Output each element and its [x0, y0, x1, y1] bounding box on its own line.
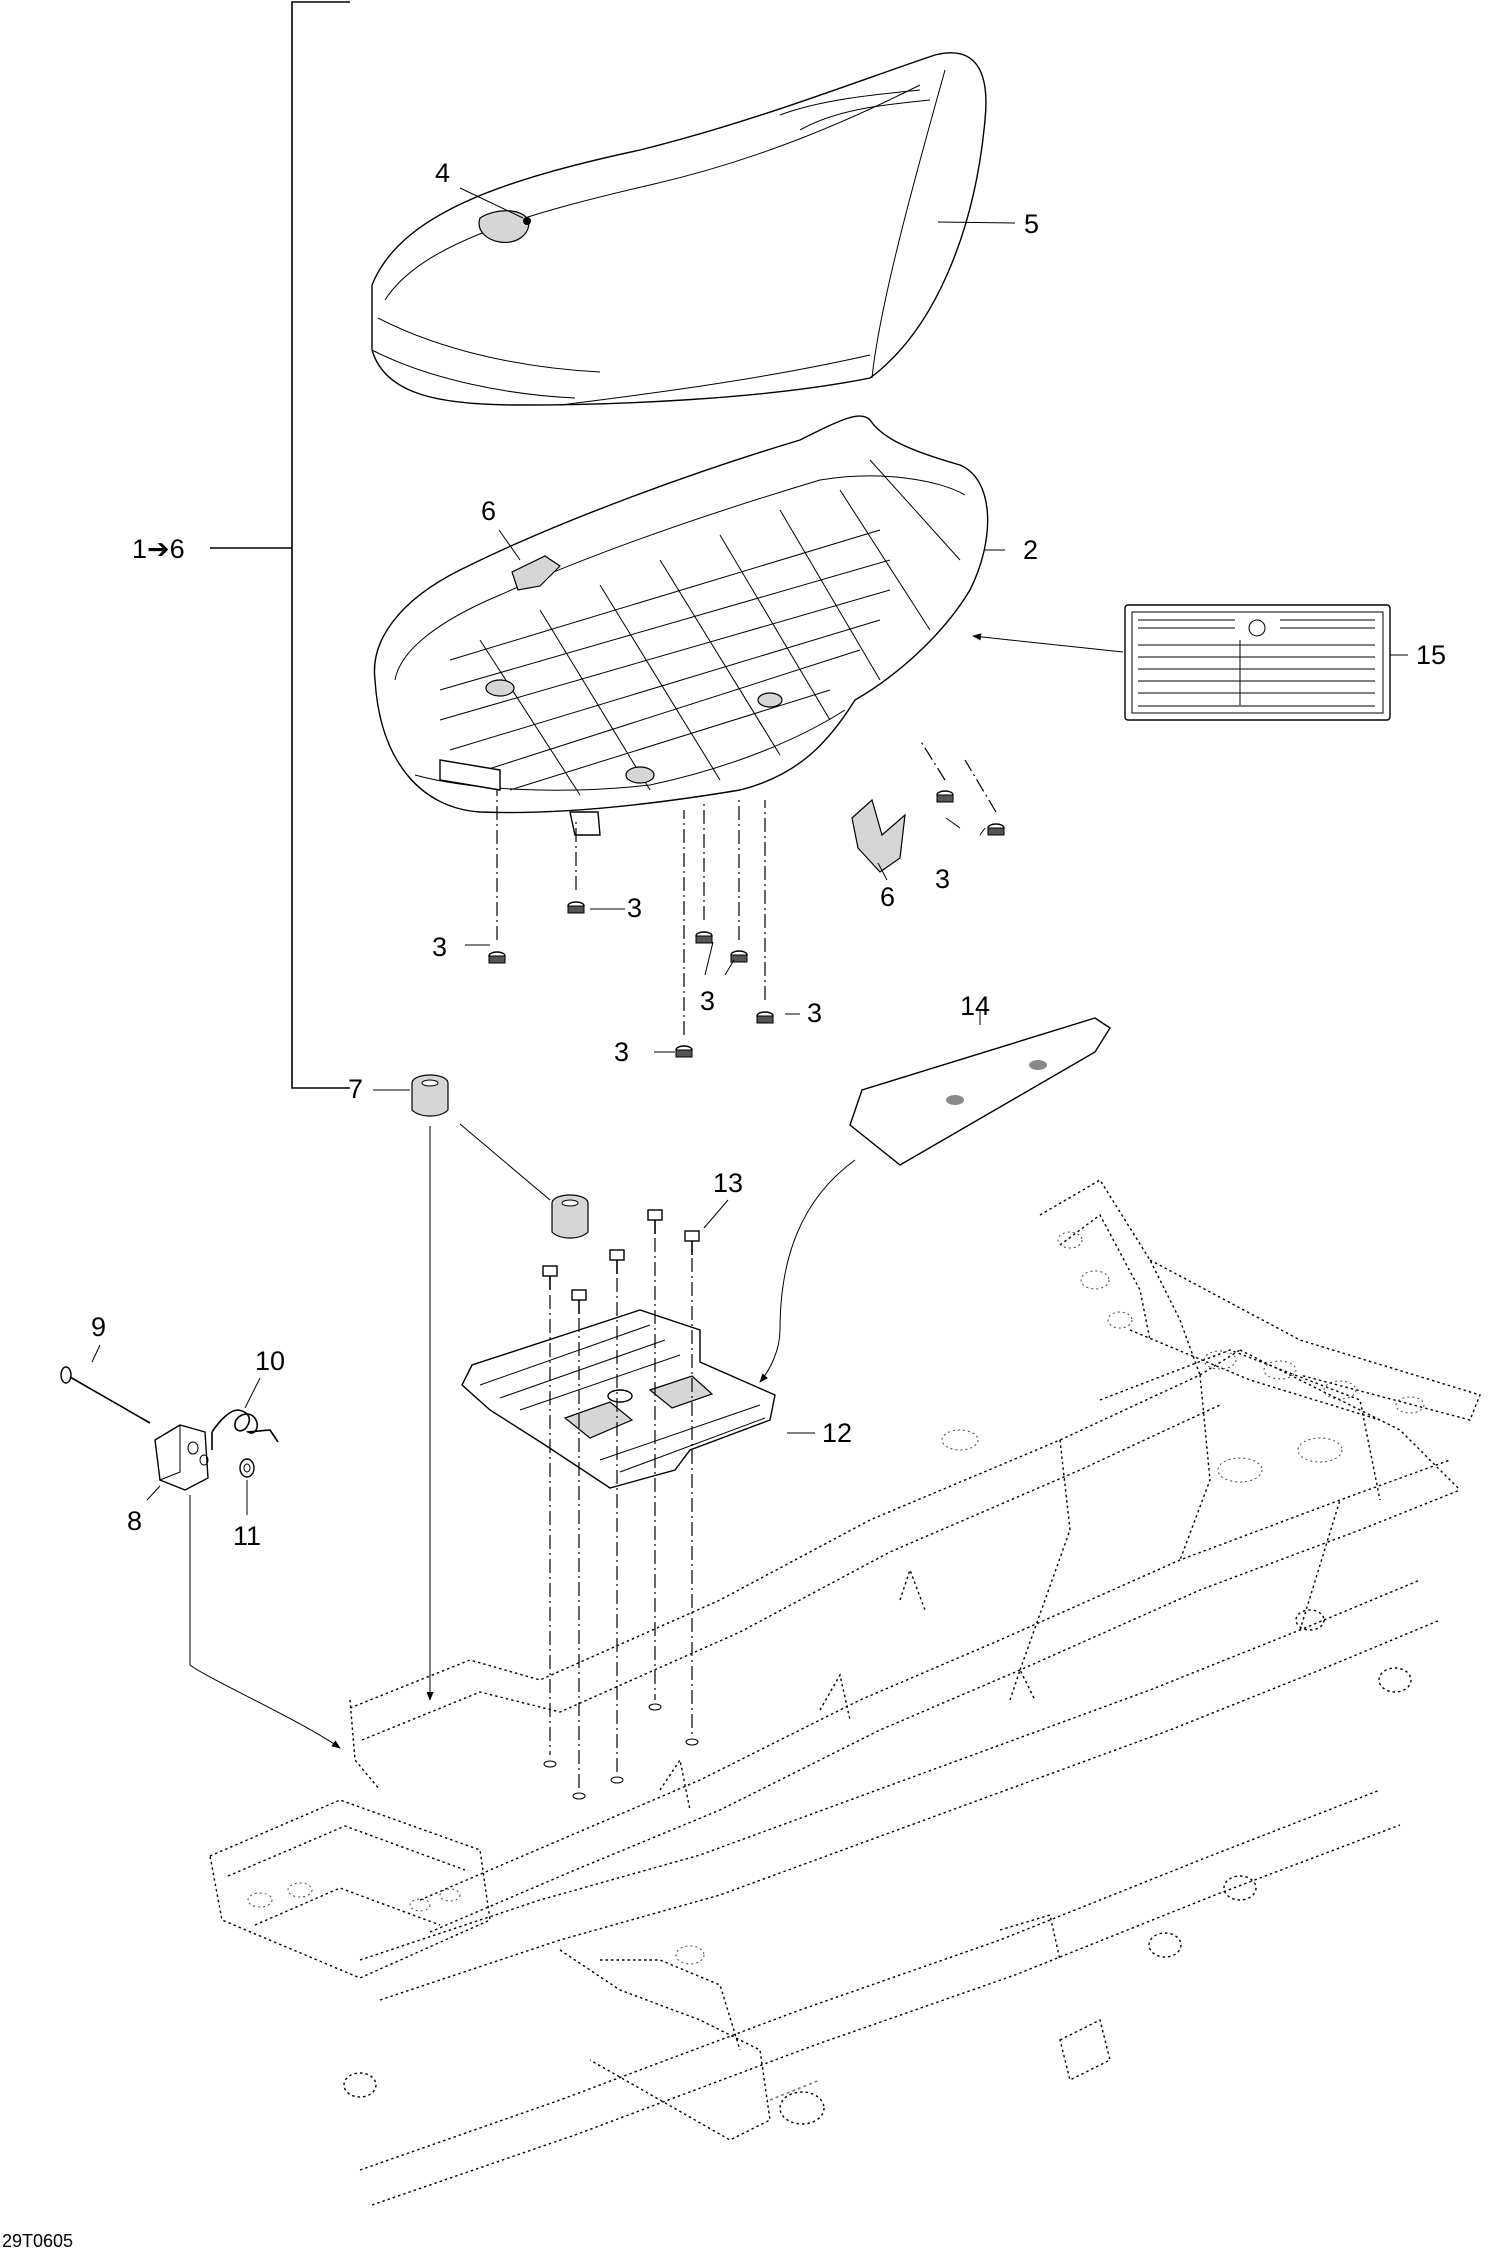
- callout-7: 7: [348, 1074, 363, 1104]
- latch-nut: [239, 1458, 255, 1478]
- callout-12: 12: [822, 1418, 852, 1448]
- callout-3-b: 3: [627, 893, 642, 923]
- callout-10: 10: [255, 1346, 285, 1376]
- buffer-d: [730, 950, 748, 963]
- buffer-e: [756, 1011, 774, 1024]
- buffer-g: [936, 790, 954, 803]
- latch-bracket: [154, 1424, 209, 1491]
- grommet-upper: [411, 1074, 449, 1117]
- buffer-a: [488, 951, 506, 964]
- group-bracket: [210, 1, 350, 1089]
- buffers: [488, 790, 1005, 1058]
- callout-2: 2: [1023, 535, 1038, 565]
- screw-3: [609, 1249, 625, 1274]
- grommet-lower: [551, 1194, 589, 1239]
- seat-clip-lower: [851, 798, 906, 873]
- buffer-f: [675, 1045, 693, 1058]
- callout-13: 13: [713, 1168, 743, 1198]
- callout-leaders: [91, 187, 1408, 1515]
- foam-strip: [849, 1017, 1111, 1166]
- seat-base: [373, 415, 989, 836]
- callout-group: 1➔6: [132, 534, 185, 564]
- screw-1: [542, 1265, 558, 1290]
- buffer-b: [567, 901, 585, 914]
- buffer-center-lines: [496, 739, 997, 1035]
- callout-8: 8: [127, 1506, 142, 1536]
- callout-6-upper: 6: [481, 496, 496, 526]
- seat-base-ribs: [439, 459, 961, 796]
- support-plate: [461, 1309, 776, 1489]
- buffer-c: [695, 931, 713, 944]
- frame-mount-holes: [543, 1703, 699, 1800]
- screw-5: [684, 1230, 700, 1255]
- buffer-h: [987, 823, 1005, 836]
- callout-6-lower: 6: [880, 882, 895, 912]
- seat-clip-upper: [511, 555, 561, 591]
- seat-cover: [371, 52, 987, 406]
- latch-spring: [211, 1409, 279, 1450]
- callout-15: 15: [1416, 640, 1446, 670]
- callout-3-f: 3: [935, 864, 950, 894]
- callout-4: 4: [435, 158, 450, 188]
- callout-3-e: 3: [614, 1037, 629, 1067]
- assembly-arrows: [189, 633, 1124, 1749]
- screw-2: [571, 1289, 587, 1314]
- seat-badge: [478, 210, 531, 244]
- screw-4: [647, 1209, 663, 1234]
- callout-3-d: 3: [807, 998, 822, 1028]
- callout-9: 9: [91, 1312, 106, 1342]
- callouts: 1➔6 2 3 3 3 3 3 3 4 5 6 6 7 8 9 10 11 12…: [2, 158, 1446, 2251]
- callout-3-c: 3: [700, 986, 715, 1016]
- screw-center-lines: [549, 1238, 693, 1790]
- vehicle-frame: [209, 1179, 1481, 2206]
- callout-5: 5: [1024, 209, 1039, 239]
- callout-14: 14: [960, 991, 990, 1021]
- screws: [542, 1209, 700, 1314]
- label-decal: [1124, 604, 1391, 721]
- callout-11: 11: [233, 1521, 261, 1551]
- latch-bolt: [60, 1366, 151, 1424]
- diagram-code: 29T0605: [2, 2231, 73, 2251]
- callout-3-a: 3: [432, 932, 447, 962]
